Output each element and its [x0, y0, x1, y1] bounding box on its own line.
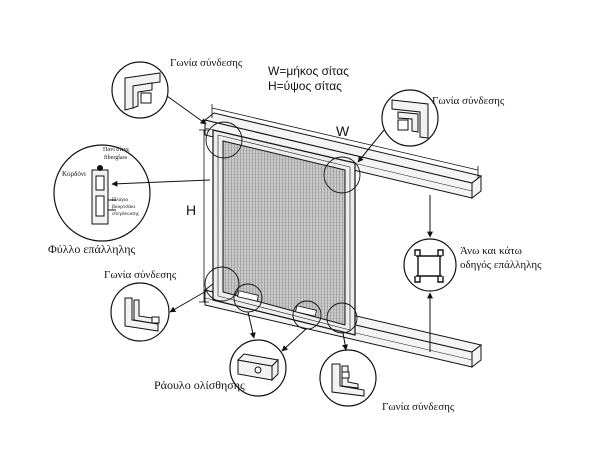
width-symbol: W: [336, 123, 350, 139]
label-cord: Κορδόνι: [62, 170, 86, 178]
mesh-panel: [222, 140, 346, 326]
callout-corner-bottom-left: Γωνία σύνδεσης: [104, 269, 209, 342]
label-mesh-line1: Πανί σίτας: [103, 147, 130, 153]
width-dimension: [211, 104, 479, 178]
callout-corner-bottom-right: Γωνία σύνδεσης: [319, 332, 455, 413]
callout-corner-top-right: Γωνία σύνδεσης: [357, 89, 505, 163]
label-sash-profile: Φύλλο επάλληλης: [48, 242, 136, 256]
height-definition: H=ύψος σίτας: [268, 79, 342, 93]
screen-sash: [212, 129, 356, 336]
sash-rollers: [237, 290, 317, 317]
label-rail-guides-line2: οδηγός επάλληλης: [460, 259, 542, 271]
label-corner-bottom-left: Γωνία σύνδεσης: [104, 269, 177, 281]
cord-dot: [97, 165, 103, 171]
callout-rail-guides: Άνω και κάτω οδηγός επάλληλης: [403, 195, 542, 352]
callout-sash-profile: Πανί σίτας fiberglass Κορδόνι Πλάγιο βου…: [48, 144, 211, 256]
label-brush-line1: Πλάγιο: [112, 197, 128, 203]
label-roller: Ράουλο ολίσθησης: [154, 378, 245, 392]
label-corner-top-left: Γωνία σύνδεσης: [170, 57, 243, 69]
label-corner-bottom-right: Γωνία σύνδεσης: [382, 401, 455, 413]
label-brush-line2: βουρτσάκι: [112, 204, 136, 210]
callout-roller: Ράουλο ολίσθησης: [154, 311, 307, 397]
label-corner-top-right: Γωνία σύνδεσης: [432, 95, 505, 107]
height-dimension: [199, 129, 209, 303]
width-definition: W=μήκος σίτας: [268, 64, 349, 78]
label-brush-line3: στεγάνωσης: [112, 211, 140, 217]
assembly-highlights: [204, 121, 361, 334]
label-rail-guides-line1: Άνω και κάτω: [460, 245, 522, 257]
height-symbol: H: [186, 202, 196, 218]
label-mesh-line2: fiberglass: [104, 154, 128, 161]
callout-corner-top-left: Γωνία σύνδεσης: [111, 57, 243, 125]
